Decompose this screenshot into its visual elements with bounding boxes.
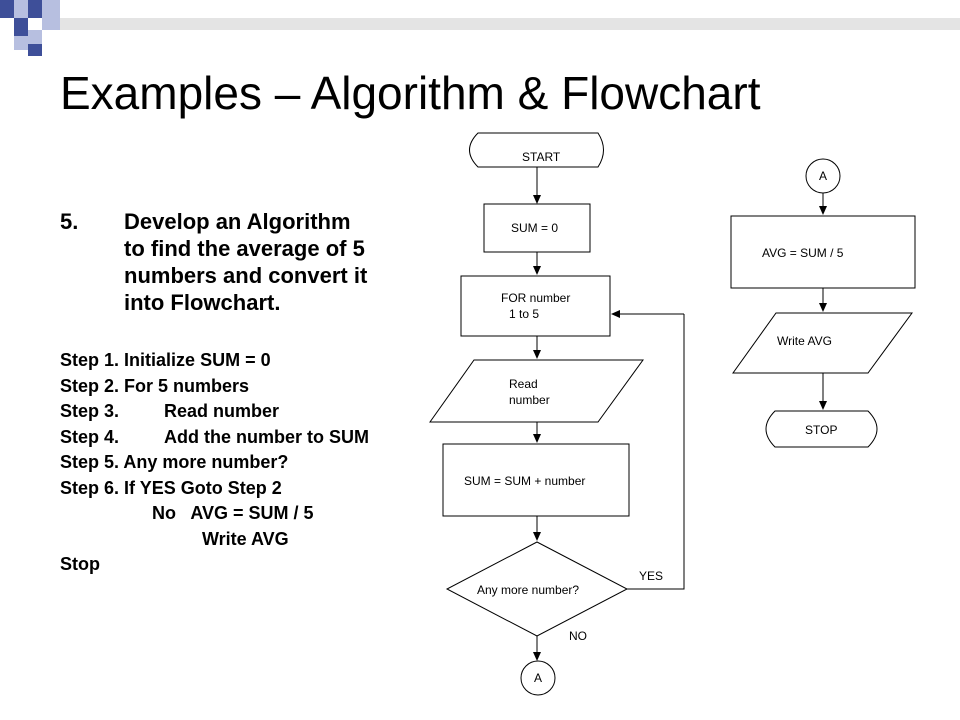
step-label: Step 4. (60, 426, 120, 447)
yes-label: YES (639, 569, 663, 583)
header-bar (60, 18, 960, 30)
step-label: Step 1. (60, 350, 120, 370)
yes-loop-line (627, 314, 685, 590)
step-text: No AVG = SUM / 5 (152, 503, 314, 523)
step-text: If YES Goto Step 2 (124, 477, 282, 498)
avg-box (730, 215, 916, 289)
step-text: Initialize SUM = 0 (124, 350, 271, 370)
step-text: For 5 numbers (124, 375, 250, 396)
init-label: SUM = 0 (511, 221, 558, 235)
decor-square (14, 0, 28, 18)
add-label: SUM = SUM + number (464, 474, 585, 488)
loop-box (460, 275, 611, 337)
task-number: 5. (60, 209, 79, 234)
step-row: Step 3. Read number (60, 399, 369, 425)
decision-label: Any more number? (477, 583, 579, 597)
write-io (732, 312, 913, 374)
connector-bottom-label: A (534, 671, 542, 685)
start-label: START (522, 150, 561, 164)
stop-terminal (765, 410, 878, 448)
step-text: Any more number? (123, 452, 289, 472)
init-box (483, 203, 591, 253)
no-label: NO (569, 629, 587, 643)
stop-label: STOP (805, 423, 837, 437)
decor-square (14, 36, 28, 50)
page-title: Examples – Algorithm & Flowchart (60, 67, 761, 119)
loop-label-line2: 1 to 5 (509, 307, 539, 321)
step-row: Step 2. For 5 numbers (60, 374, 369, 400)
connector-bottom (520, 660, 556, 696)
step-label: Step 6. (60, 477, 120, 498)
read-label-line1: Read (509, 377, 538, 391)
loop-label-line1: FOR number (501, 291, 570, 305)
step-label: Step 3. (60, 401, 120, 421)
add-box (442, 443, 630, 517)
decor-square (28, 30, 42, 44)
connector-top-label: A (819, 169, 827, 183)
task-line: numbers and convert it (124, 263, 368, 288)
start-terminal (469, 132, 604, 168)
step-row: Write AVG (60, 527, 369, 553)
step-text: Add the number to SUM (164, 426, 369, 447)
step-row: No AVG = SUM / 5 (60, 501, 369, 527)
step-text: Write AVG (202, 528, 289, 549)
decor-square (42, 0, 60, 30)
decor-square (28, 0, 42, 18)
step-label: Step 2. (60, 375, 120, 396)
read-io (429, 359, 644, 423)
task-line: Develop an Algorithm (124, 209, 351, 234)
decor-square (0, 0, 14, 18)
task-description: 5. Develop an Algorithm to find the avera… (60, 208, 367, 316)
step-row: Step 6. If YES Goto Step 2 (60, 476, 369, 502)
step-text: Read number (164, 401, 280, 421)
task-line: to find the average of 5 (124, 236, 365, 261)
avg-label: AVG = SUM / 5 (762, 246, 844, 260)
header-decoration (0, 0, 960, 60)
step-label: Stop (60, 554, 100, 574)
step-row: Step 1. Initialize SUM = 0 (60, 348, 369, 374)
task-line: into Flowchart. (124, 290, 281, 315)
step-label: Step 5. (60, 452, 120, 472)
step-row: Stop (60, 552, 369, 578)
write-label: Write AVG (777, 334, 832, 348)
step-row: Step 5. Any more number? (60, 450, 369, 476)
decor-square (28, 44, 42, 56)
read-label-line2: number (509, 393, 550, 407)
algorithm-steps: Step 1. Initialize SUM = 0 Step 2. For 5… (60, 348, 369, 578)
decor-square (14, 18, 28, 36)
step-row: Step 4. Add the number to SUM (60, 425, 369, 451)
